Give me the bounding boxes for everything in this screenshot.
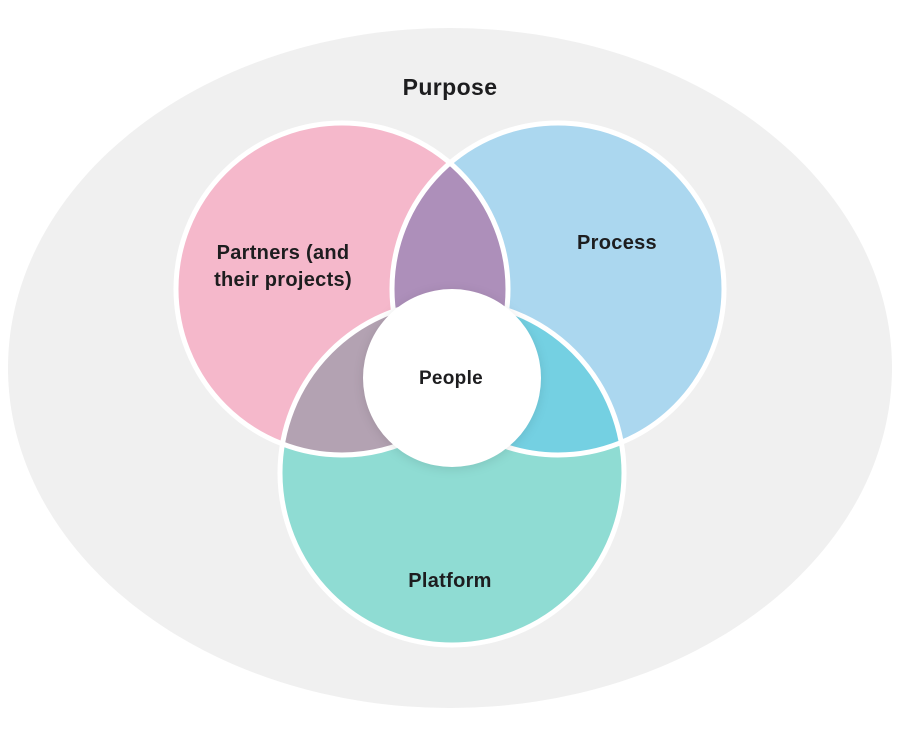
people-label: People bbox=[419, 368, 483, 389]
title-purpose: Purpose bbox=[403, 74, 498, 100]
process-label: Process bbox=[577, 232, 657, 254]
people-circle bbox=[363, 289, 541, 467]
platform-label: Platform bbox=[408, 570, 492, 592]
partners-label-line2: their projects) bbox=[214, 269, 352, 291]
partners-label-line1: Partners (and bbox=[217, 242, 350, 264]
process-circle-outline bbox=[389, 120, 727, 458]
partners-circle-outline bbox=[173, 120, 511, 458]
